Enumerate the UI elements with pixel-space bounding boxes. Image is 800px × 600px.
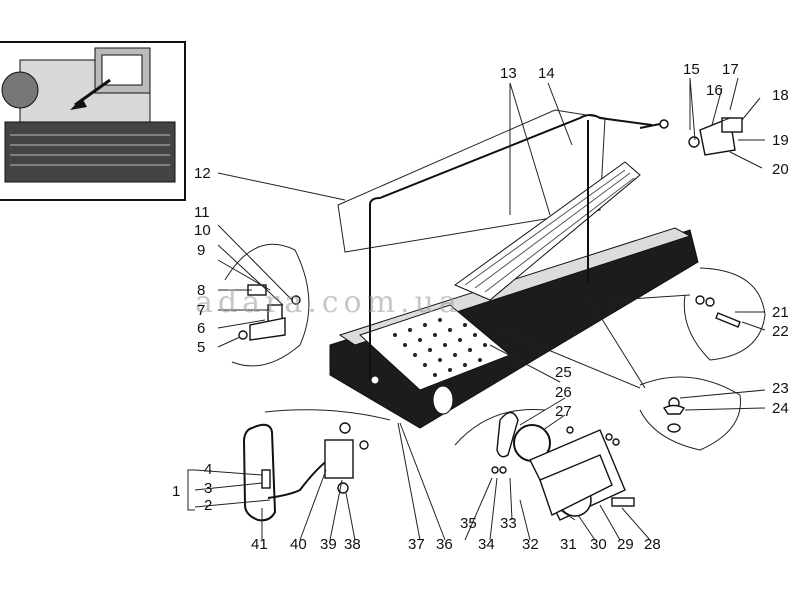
callout-23: 23 [772,380,789,397]
watermark: adara.com.ua [195,285,462,320]
callout-31: 31 [560,536,577,553]
callout-22: 22 [772,323,789,340]
callout-32: 32 [522,536,539,553]
lamp-assembly [491,411,635,521]
callout-13: 13 [500,65,517,82]
callout-5: 5 [197,339,205,356]
leader-lines [187,77,766,541]
fasteners-5-11 [238,284,301,341]
callout-4: 4 [204,461,212,478]
callout-21: 21 [772,304,789,321]
callout-35: 35 [460,515,477,532]
callout-10: 10 [194,222,211,239]
callout-28: 28 [644,536,661,553]
callout-7: 7 [197,302,205,319]
callout-27: 27 [555,403,572,420]
callout-9: 9 [197,242,205,259]
inset-harvester-view [0,41,186,201]
mirror-assembly [242,422,369,522]
perforations [393,318,487,377]
callout-12: 12 [194,165,211,182]
callout-24: 24 [772,400,789,417]
callout-15: 15 [683,61,700,78]
callout-19: 19 [772,132,789,149]
callout-39: 39 [320,536,337,553]
callout-41: 41 [251,536,268,553]
fasteners-15-20 [639,117,743,156]
callout-1: 1 [172,483,180,500]
callout-8: 8 [197,282,205,299]
callout-36: 36 [436,536,453,553]
callout-labels: 1 4 3 2 5 6 7 8 9 10 11 12 13 14 15 16 1… [172,61,789,553]
fasteners-21-24 [662,295,741,433]
callout-40: 40 [290,536,307,553]
platform-assembly [329,109,699,429]
callout-6: 6 [197,320,205,337]
callout-11: 11 [194,204,210,221]
callout-20: 20 [772,161,789,178]
callout-26: 26 [555,384,572,401]
callout-30: 30 [590,536,607,553]
callout-18: 18 [772,87,789,104]
callout-3: 3 [204,480,212,497]
callout-33: 33 [500,515,517,532]
callout-29: 29 [617,536,634,553]
detail-circles [224,243,766,451]
callout-14: 14 [538,65,555,82]
callout-16: 16 [706,82,723,99]
callout-34: 34 [478,536,495,553]
callout-25: 25 [555,364,572,381]
callout-38: 38 [344,536,361,553]
callout-17: 17 [722,61,739,78]
callout-2: 2 [204,497,212,514]
callout-37: 37 [408,536,425,553]
